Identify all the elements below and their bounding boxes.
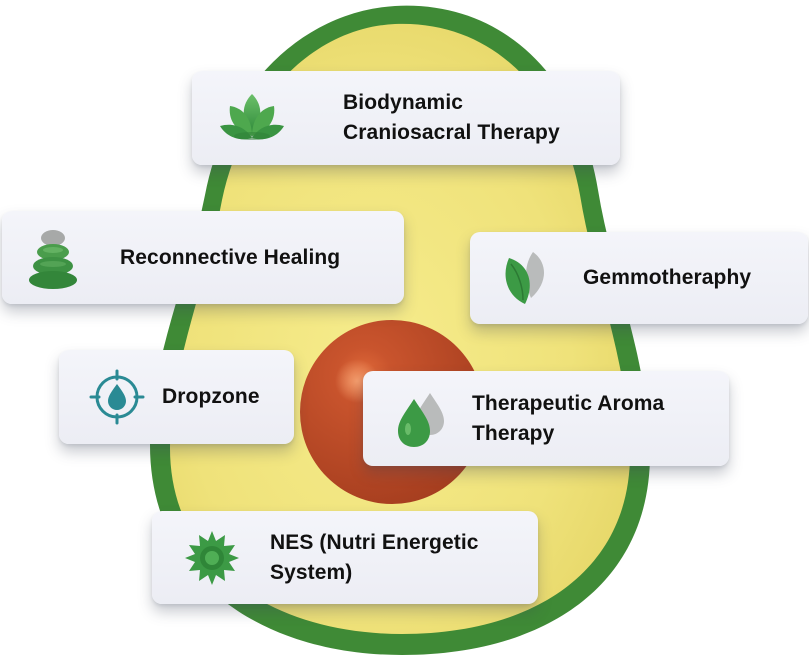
card-label: Gemmotheraphy xyxy=(583,266,752,289)
stacked-stones-icon xyxy=(25,226,81,290)
card-label: Reconnective Healing xyxy=(120,245,341,269)
card-gemmotheraphy[interactable]: Gemmotheraphy xyxy=(470,232,808,324)
lotus-icon xyxy=(218,90,286,146)
card-reconnective-healing[interactable]: Reconnective Healing xyxy=(2,211,404,304)
leaf-icon xyxy=(499,248,551,308)
card-label: Biodynamic Craniosacral Therapy xyxy=(343,91,560,144)
card-biodynamic-craniosacral-therapy[interactable]: Biodynamic Craniosacral Therapy xyxy=(192,71,620,165)
card-nes-nutri-energetic-system[interactable]: NES (Nutri Energetic System) xyxy=(152,511,538,604)
card-therapeutic-aroma-therapy[interactable]: Therapeutic Aroma Therapy xyxy=(363,371,729,466)
spiky-seal-icon xyxy=(181,529,243,587)
card-label: NES (Nutri Energetic System) xyxy=(270,530,479,584)
card-label: Dropzone xyxy=(162,385,260,408)
drop-target-icon xyxy=(86,369,148,425)
oil-drops-icon xyxy=(390,389,448,449)
card-label: Therapeutic Aroma Therapy xyxy=(472,391,665,445)
card-dropzone[interactable]: Dropzone xyxy=(59,350,294,444)
